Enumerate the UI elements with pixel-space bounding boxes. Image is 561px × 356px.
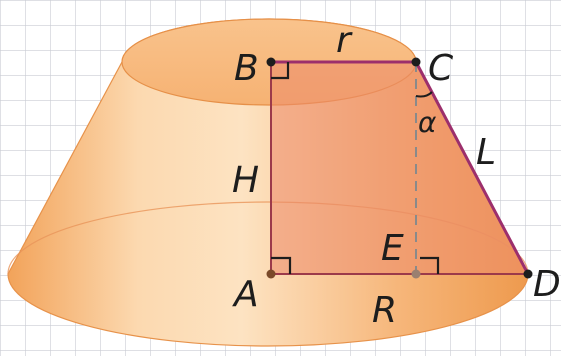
point-a [266,269,276,279]
point-e [411,269,421,279]
right-angle-mark-a [271,256,292,274]
point-d [523,269,533,279]
label-alpha: α [418,106,437,139]
point-c [411,57,421,67]
label-h: H [232,160,259,201]
label-r-bottom: R [372,290,397,331]
segment-cd [414,61,530,275]
label-a: A [232,274,259,315]
right-angle-mark-e [420,256,440,274]
right-angle-mark-b [271,62,290,80]
point-b [266,57,276,67]
label-c: C [428,48,454,89]
label-d: D [533,264,561,305]
label-l: L [476,132,496,173]
label-e: E [381,228,404,269]
angle-alpha-arc [415,91,433,98]
label-r-top: r [336,20,353,61]
label-b: B [234,48,259,89]
axial-section-trapezoid [271,62,528,274]
